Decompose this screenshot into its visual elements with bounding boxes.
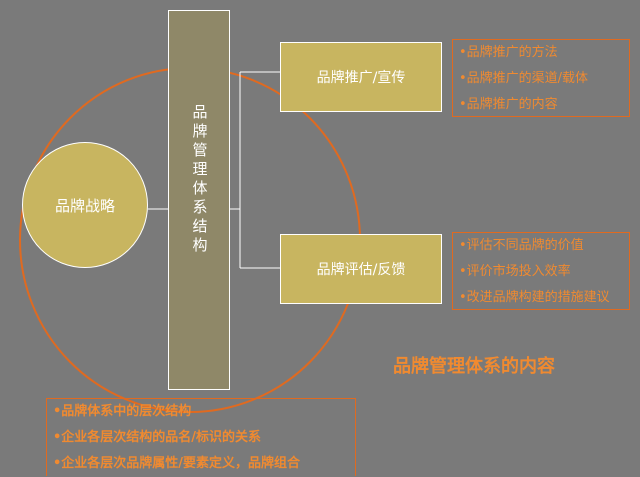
list-item: •品牌推广的内容 [459,97,558,112]
list-item: •评估不同品牌的价值 [459,238,584,253]
list-item: •品牌推广的渠道/载体 [459,71,589,86]
structure-list: •品牌体系中的层次结构 •企业各层次结构的品名/标识的关系 •企业各层次品牌属性… [46,398,356,476]
list-item: •品牌体系中的层次结构 [53,404,192,419]
strategy-label: 品牌战略 [54,196,115,215]
list-item: •企业各层次结构的品名/标识的关系 [53,430,262,445]
list-item: •评价市场投入效率 [459,264,571,279]
pillar-node: 品牌管理体系结构 [168,10,230,390]
evaluation-node: 品牌评估/反馈 [280,234,442,304]
promotion-node: 品牌推广/宣传 [280,42,442,112]
strategy-node: 品牌战略 [22,142,148,268]
list-item: •品牌推广的方法 [459,45,558,60]
list-item: •改进品牌构建的措施建议 [459,290,610,305]
promotion-list: •品牌推广的方法 •品牌推广的渠道/载体 •品牌推广的内容 [452,39,630,117]
list-item: •企业各层次品牌属性/要素定义，品牌组合 [53,456,301,471]
evaluation-list: •评估不同品牌的价值 •评价市场投入效率 •改进品牌构建的措施建议 [452,232,630,310]
promotion-label: 品牌推广/宣传 [316,70,406,86]
evaluation-label: 品牌评估/反馈 [316,262,406,278]
pillar-label: 品牌管理体系结构 [190,104,209,256]
diagram-caption: 品牌管理体系的内容 [393,356,555,377]
